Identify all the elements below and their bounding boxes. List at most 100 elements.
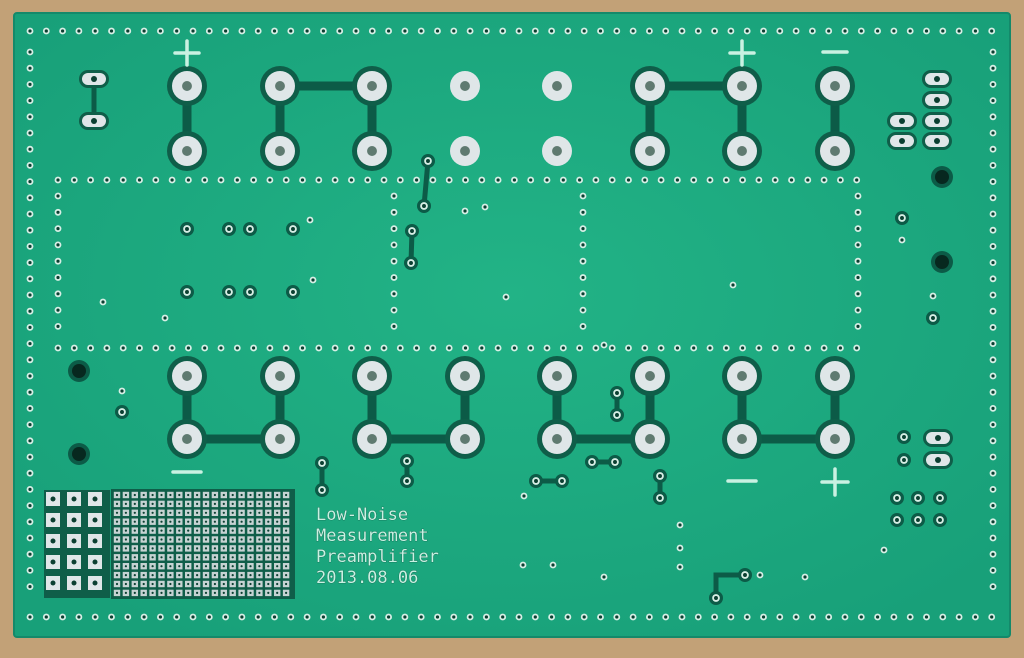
fine-pad bbox=[149, 536, 156, 543]
fine-pad bbox=[211, 545, 219, 552]
component-hole bbox=[653, 469, 667, 483]
mounting-hole bbox=[68, 443, 90, 465]
edge-hole bbox=[287, 27, 295, 35]
component-hole bbox=[421, 154, 435, 168]
edge-hole bbox=[760, 27, 767, 35]
fine-pad bbox=[149, 491, 156, 499]
line-hole bbox=[657, 344, 665, 352]
fine-pad bbox=[176, 589, 183, 597]
edge-hole bbox=[157, 27, 164, 35]
edge-hole bbox=[483, 613, 490, 621]
edge-hole bbox=[222, 613, 230, 621]
fine-pad bbox=[202, 527, 210, 534]
edge-hole bbox=[906, 27, 914, 35]
edge-hole bbox=[809, 27, 816, 35]
line-hole bbox=[103, 344, 111, 352]
large-pad bbox=[445, 356, 485, 396]
fine-pad bbox=[131, 554, 138, 561]
mounting-hole bbox=[931, 166, 953, 188]
component-hole bbox=[610, 386, 624, 400]
fine-pad bbox=[247, 545, 254, 552]
line-hole bbox=[854, 290, 862, 298]
line-hole bbox=[641, 176, 649, 184]
grid-pad bbox=[88, 534, 102, 548]
line-hole bbox=[755, 176, 763, 184]
fine-pad bbox=[122, 500, 130, 508]
component-hole bbox=[890, 491, 904, 505]
fine-pad bbox=[158, 518, 165, 525]
fine-pad bbox=[282, 518, 290, 525]
edge-hole bbox=[26, 243, 34, 250]
fine-pad bbox=[149, 554, 156, 561]
fine-pad bbox=[220, 563, 227, 570]
fine-pad bbox=[220, 589, 227, 597]
proto-grid-large-pads bbox=[44, 490, 110, 598]
edge-hole bbox=[238, 27, 246, 35]
large-pad bbox=[352, 419, 392, 459]
edge-hole bbox=[792, 613, 800, 621]
fine-pad bbox=[167, 527, 174, 534]
fine-pad bbox=[282, 589, 290, 597]
component-hole bbox=[115, 405, 129, 419]
large-pad bbox=[537, 356, 577, 396]
line-hole bbox=[201, 344, 209, 352]
fine-pad bbox=[282, 571, 290, 579]
line-hole bbox=[348, 176, 355, 184]
line-hole bbox=[152, 176, 160, 184]
edge-hole bbox=[678, 613, 686, 621]
line-hole bbox=[103, 176, 111, 184]
line-hole bbox=[136, 176, 143, 184]
fine-pad bbox=[167, 554, 174, 561]
edge-hole bbox=[499, 27, 507, 35]
line-hole bbox=[608, 344, 616, 352]
label-line-1: Low-Noise bbox=[316, 505, 408, 525]
edge-hole bbox=[26, 129, 34, 137]
line-hole bbox=[820, 344, 828, 352]
edge-hole bbox=[989, 162, 997, 169]
edge-hole bbox=[26, 405, 34, 412]
oblong-pad bbox=[922, 132, 952, 150]
edge-hole bbox=[989, 388, 997, 396]
component-hole bbox=[897, 430, 911, 444]
edge-hole bbox=[26, 259, 34, 266]
line-hole bbox=[739, 344, 746, 352]
line-hole bbox=[364, 344, 372, 352]
fine-pad bbox=[167, 545, 174, 552]
fine-pad bbox=[149, 580, 156, 588]
edge-hole bbox=[124, 27, 132, 35]
fine-pad bbox=[176, 518, 183, 525]
component-hole bbox=[404, 256, 418, 270]
fine-pad bbox=[238, 580, 245, 588]
fine-grid-backing bbox=[111, 489, 295, 599]
edge-hole bbox=[989, 372, 997, 380]
line-hole bbox=[854, 241, 862, 249]
small-vias bbox=[68, 154, 953, 605]
fine-pad bbox=[167, 571, 174, 579]
line-hole bbox=[579, 274, 587, 281]
fine-pad bbox=[274, 509, 281, 516]
line-hole bbox=[837, 176, 844, 184]
fine-pad bbox=[265, 580, 272, 588]
fine-pad bbox=[256, 554, 263, 561]
edge-hole bbox=[989, 226, 997, 234]
label-line-3: Preamplifier bbox=[316, 547, 439, 567]
edge-hole bbox=[222, 27, 230, 35]
line-hole bbox=[579, 208, 587, 216]
fine-pad bbox=[122, 554, 130, 561]
fine-pad bbox=[131, 571, 138, 579]
fine-pad bbox=[158, 563, 165, 570]
line-hole bbox=[217, 344, 225, 352]
fine-pad bbox=[238, 536, 245, 543]
oblong-pad bbox=[922, 112, 952, 130]
large-pad bbox=[352, 131, 392, 171]
fine-pad bbox=[265, 527, 272, 534]
fine-pad bbox=[176, 536, 183, 543]
fine-pad bbox=[274, 589, 281, 597]
tiny-hole bbox=[309, 276, 317, 284]
fine-pad bbox=[282, 527, 290, 534]
edge-hole bbox=[923, 613, 930, 621]
fine-pad bbox=[211, 536, 219, 543]
tiny-hole bbox=[549, 561, 557, 569]
fine-pad bbox=[185, 536, 192, 543]
fine-pad bbox=[256, 545, 263, 552]
